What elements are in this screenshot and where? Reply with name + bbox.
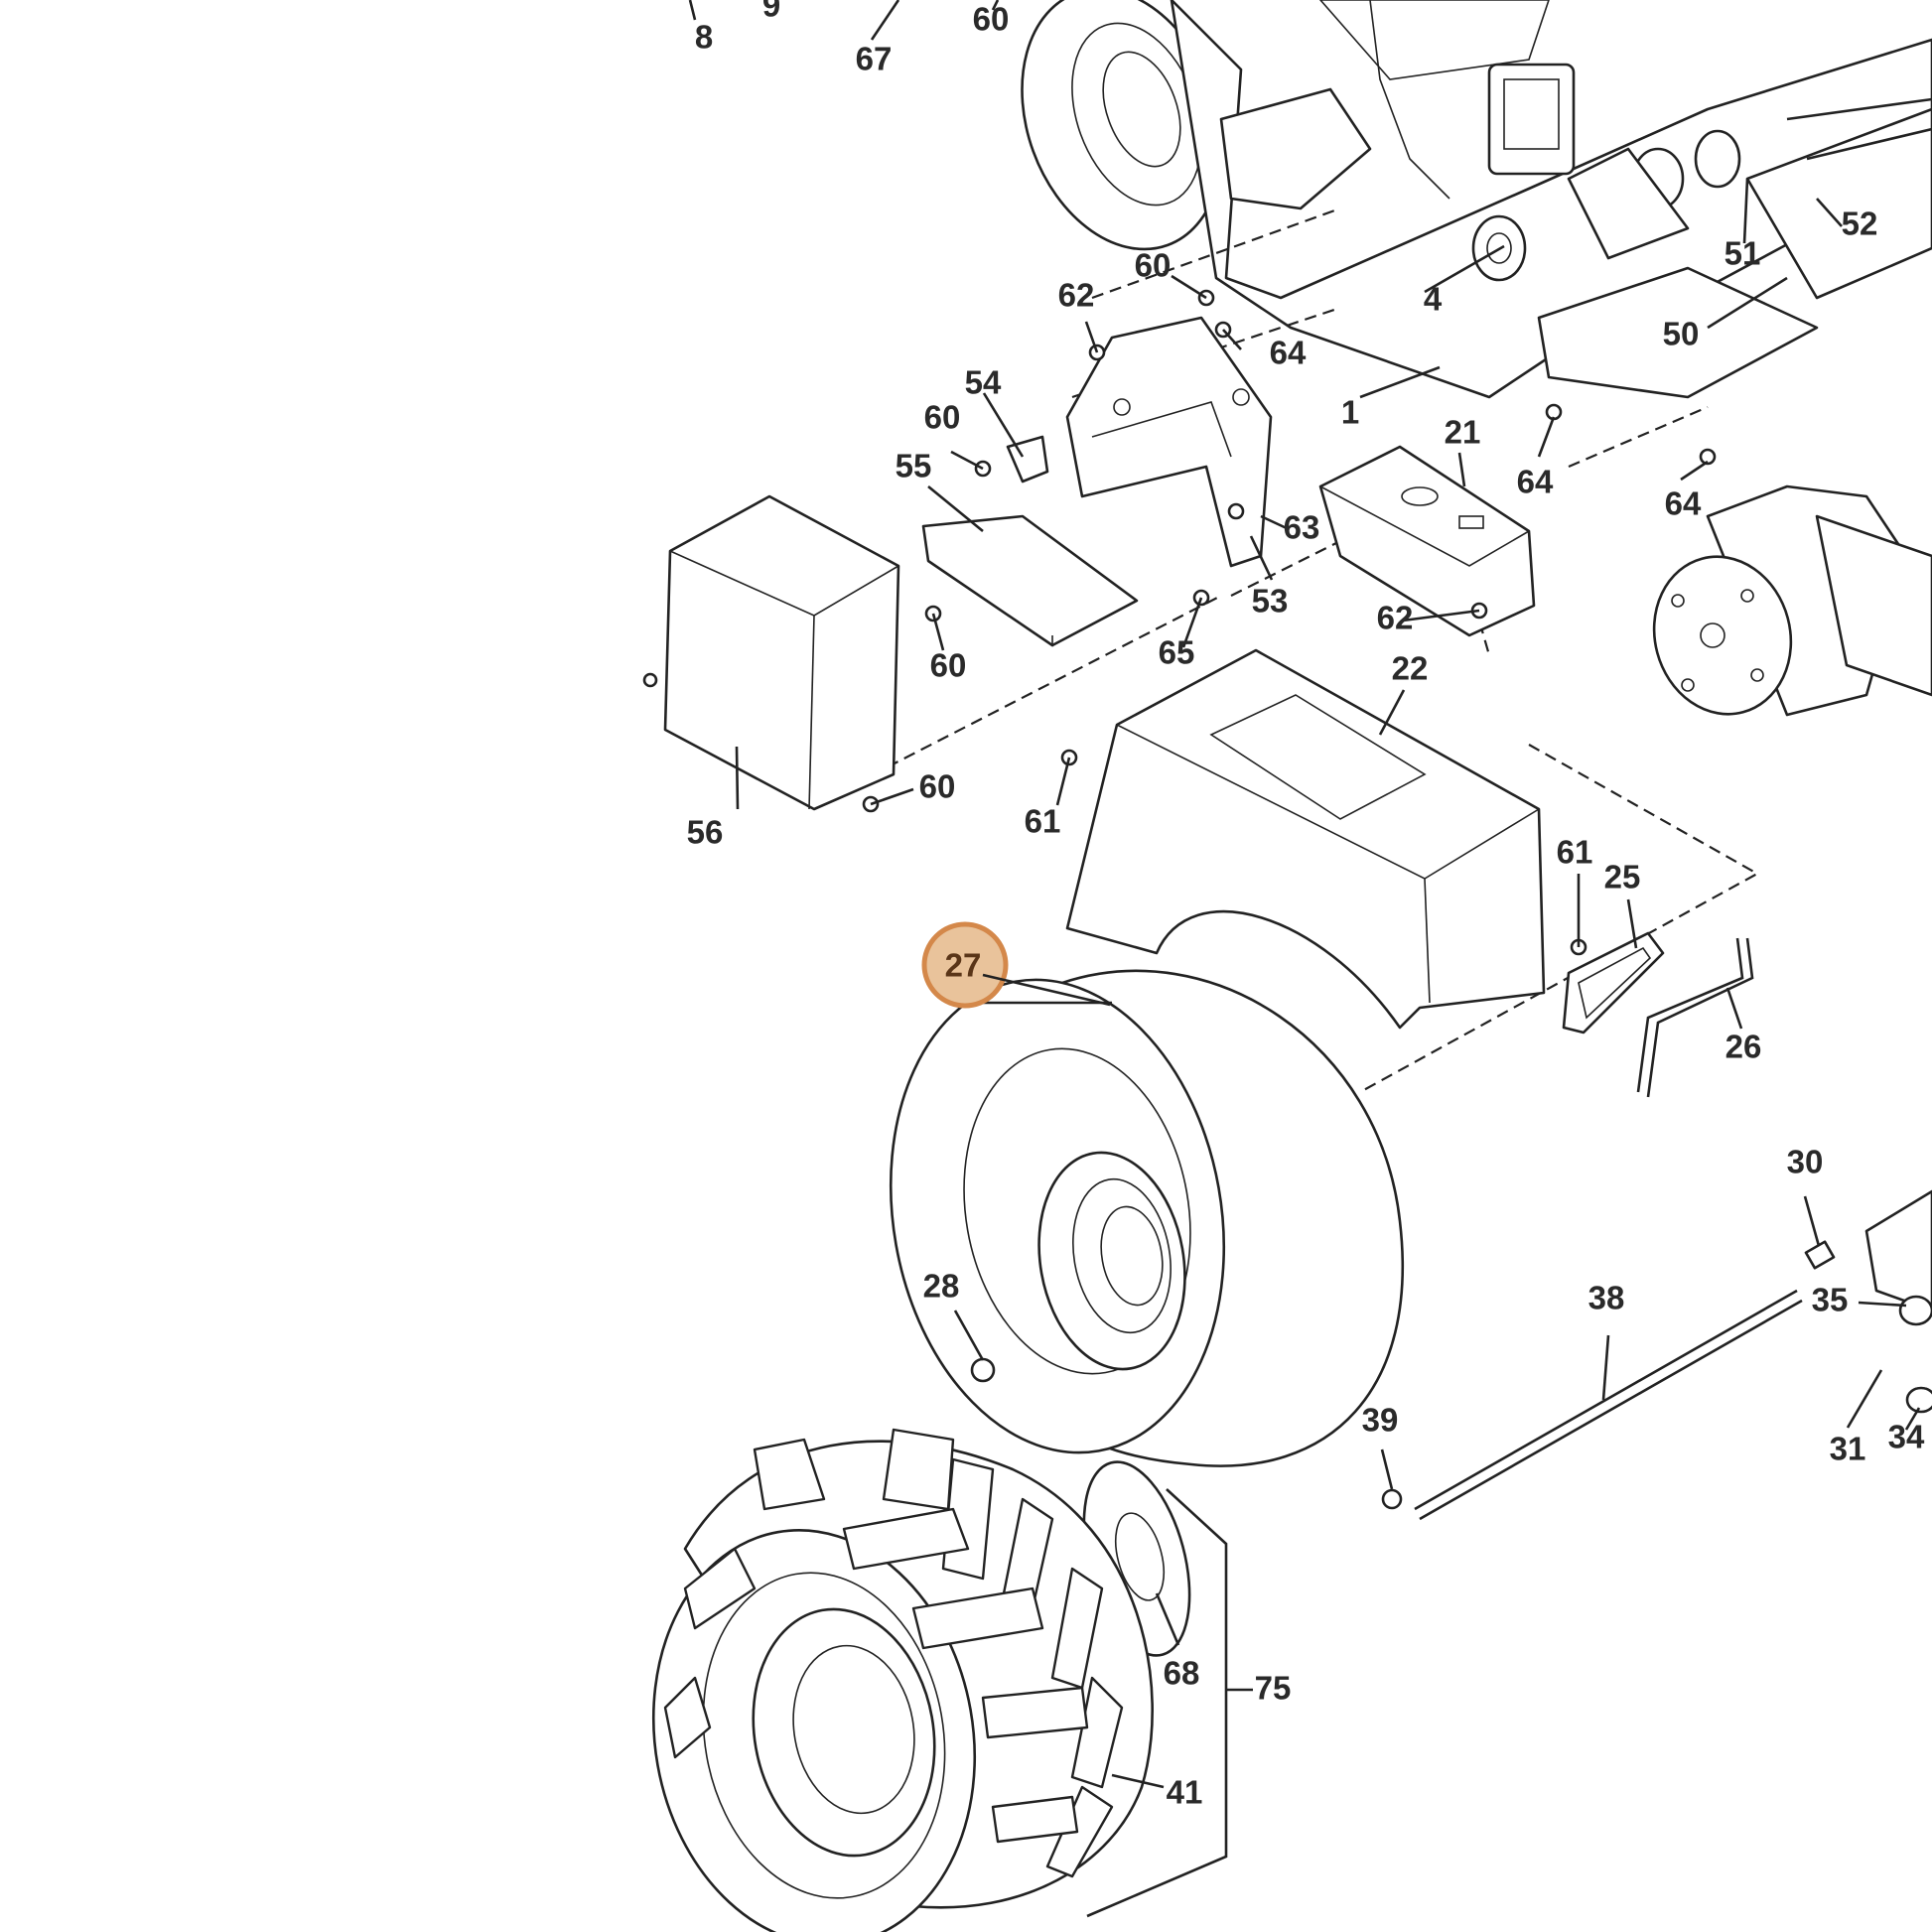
label-38: 38 bbox=[1588, 1280, 1625, 1316]
battery-bracket bbox=[1065, 316, 1273, 568]
label-64: 64 bbox=[1517, 464, 1554, 500]
label-68: 68 bbox=[1164, 1655, 1200, 1692]
label-60: 60 bbox=[924, 399, 961, 436]
label-27: 27 bbox=[945, 947, 982, 984]
label-54: 54 bbox=[965, 364, 1002, 401]
label-25: 25 bbox=[1604, 859, 1641, 896]
label-34: 34 bbox=[1888, 1419, 1925, 1455]
label-35: 35 bbox=[1812, 1282, 1849, 1318]
label-60: 60 bbox=[919, 768, 956, 805]
label-53: 53 bbox=[1252, 583, 1289, 620]
label-64: 64 bbox=[1270, 335, 1307, 371]
label-65: 65 bbox=[1159, 634, 1195, 671]
label-55: 55 bbox=[896, 448, 932, 484]
label-52: 52 bbox=[1842, 206, 1878, 242]
label-62: 62 bbox=[1058, 277, 1095, 314]
label-61: 61 bbox=[1557, 834, 1593, 871]
label-1: 1 bbox=[1341, 394, 1359, 431]
lug-nut bbox=[970, 1357, 996, 1383]
label-22: 22 bbox=[1392, 650, 1429, 687]
label-21: 21 bbox=[1445, 414, 1481, 451]
battery-tray bbox=[921, 514, 1139, 647]
rear-axle-hub bbox=[1652, 484, 1932, 717]
front-axle-parts bbox=[1804, 1189, 1932, 1414]
highlight-27[interactable] bbox=[921, 921, 1111, 1009]
label-67: 67 bbox=[856, 41, 893, 77]
label-60: 60 bbox=[1135, 247, 1172, 284]
battery bbox=[663, 494, 900, 811]
label-31: 31 bbox=[1830, 1431, 1866, 1467]
label-50: 50 bbox=[1663, 316, 1700, 352]
label-63: 63 bbox=[1284, 509, 1320, 546]
label-41: 41 bbox=[1167, 1774, 1203, 1811]
axle-rod bbox=[1381, 1289, 1803, 1521]
leader-lines bbox=[688, 0, 1921, 1789]
label-60: 60 bbox=[973, 1, 1010, 38]
label-56: 56 bbox=[687, 814, 724, 851]
label-60: 60 bbox=[930, 647, 967, 684]
label-39: 39 bbox=[1362, 1402, 1399, 1439]
rod bbox=[1636, 937, 1754, 1098]
frame-assembly bbox=[1170, 0, 1932, 399]
label-51: 51 bbox=[1725, 235, 1761, 272]
label-8: 8 bbox=[695, 19, 713, 56]
control-panel bbox=[1318, 445, 1536, 637]
label-64: 64 bbox=[1665, 485, 1702, 522]
group-bracket bbox=[1086, 1488, 1253, 1918]
label-62: 62 bbox=[1377, 600, 1414, 636]
label-9: 9 bbox=[762, 0, 780, 24]
label-26: 26 bbox=[1725, 1029, 1762, 1065]
label-30: 30 bbox=[1787, 1144, 1824, 1180]
label-4: 4 bbox=[1424, 281, 1443, 318]
part-labels: 8 9 67 60 60 62 64 4 50 51 52 1 21 64 64… bbox=[687, 0, 1925, 1811]
label-75: 75 bbox=[1255, 1670, 1292, 1707]
tractor-tire bbox=[651, 1428, 1154, 1932]
rear-wheel-tire bbox=[889, 969, 1405, 1467]
rear-fender bbox=[1065, 648, 1546, 1030]
label-61: 61 bbox=[1025, 803, 1061, 840]
fasteners bbox=[642, 289, 1717, 956]
label-28: 28 bbox=[923, 1268, 960, 1305]
